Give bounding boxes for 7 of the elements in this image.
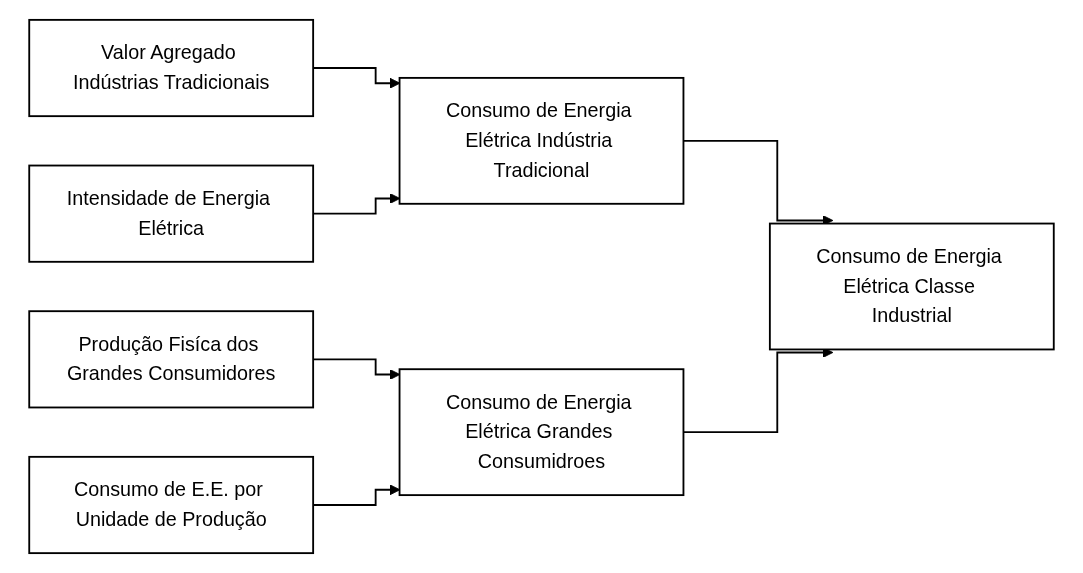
node-box: Consumo de Energia Elétrica Classe Industrial: [768, 222, 1055, 351]
node-box: Consumo de E.E. por Unidade de Produção: [28, 455, 315, 555]
node-box: Valor Agregado Indústrias Tradicionais: [28, 18, 315, 118]
node-box: Intensidade de Energia Elétrica: [28, 164, 315, 263]
node-box: Produção Fisíca dos Grandes Consumidores: [28, 310, 315, 409]
node-box: Consumo de Energia Elétrica Indústria Tradicional: [398, 76, 685, 205]
node-box: Consumo de Energia Elétrica Grandes Consumidroes: [398, 368, 685, 497]
